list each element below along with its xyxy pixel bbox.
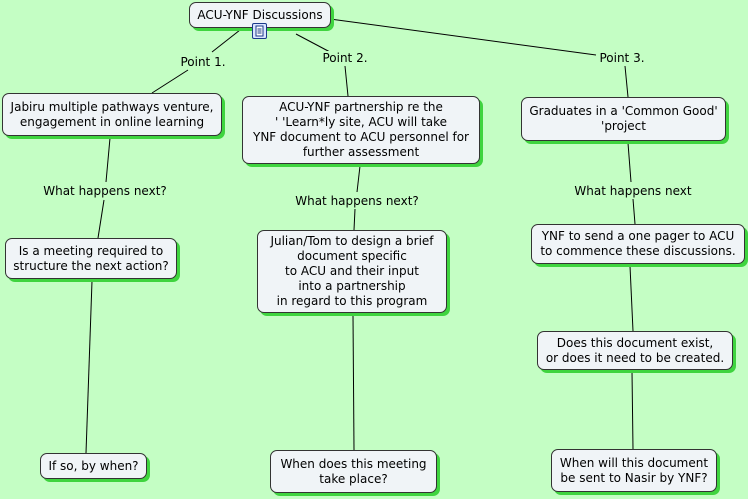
node-b1-question[interactable]: Is a meeting required to structure the n… (5, 238, 177, 279)
label-b2-next: What happens next? (293, 194, 421, 208)
link-next-b1q (97, 199, 105, 239)
link-next-b3q (632, 198, 636, 225)
branch-label-point3: Point 3. (597, 51, 647, 65)
link-mid-end (631, 370, 634, 450)
document-icon[interactable] (252, 23, 267, 39)
root-node[interactable]: ACU-YNF Discussions (189, 2, 331, 28)
link-b3-next (627, 142, 632, 183)
label-b3-next: What happens next (572, 184, 694, 198)
branch-label-point2: Point 2. (320, 51, 370, 65)
node-b3-question[interactable]: YNF to send a one pager to ACU to commen… (531, 224, 745, 264)
node-b2-question[interactable]: Julian/Tom to design a brief document sp… (257, 230, 447, 313)
link-b2-next (356, 165, 361, 193)
node-b3-mid[interactable]: Does this document exist, or does it nee… (537, 331, 733, 370)
branch-label-point1: Point 1. (178, 55, 228, 69)
link-b3q-mid (629, 265, 634, 332)
node-b1-topic[interactable]: Jabiru multiple pathways venture, engage… (2, 93, 222, 136)
link-root-point3 (329, 18, 597, 56)
link-root-point1 (211, 29, 241, 53)
node-b2-end[interactable]: When does this meeting take place? (270, 450, 437, 493)
link-root-point2 (295, 33, 331, 53)
label-b1-next: What happens next? (41, 184, 169, 198)
node-b3-end[interactable]: When will this document be sent to Nasir… (551, 449, 717, 492)
link-b1q-end (85, 280, 93, 454)
node-b2-topic[interactable]: ACU-YNF partnership re the ' 'Learn*ly s… (242, 96, 480, 164)
link-point3-b3 (624, 65, 629, 98)
node-b3-topic[interactable]: Graduates in a 'Common Good' 'project (521, 97, 726, 141)
link-point1-b1 (151, 69, 189, 94)
link-next-b2q (353, 208, 356, 231)
link-point2-b2 (344, 65, 349, 97)
link-b1-next (105, 137, 111, 183)
link-b2q-end (352, 314, 355, 451)
node-b1-end[interactable]: If so, by when? (40, 453, 147, 479)
